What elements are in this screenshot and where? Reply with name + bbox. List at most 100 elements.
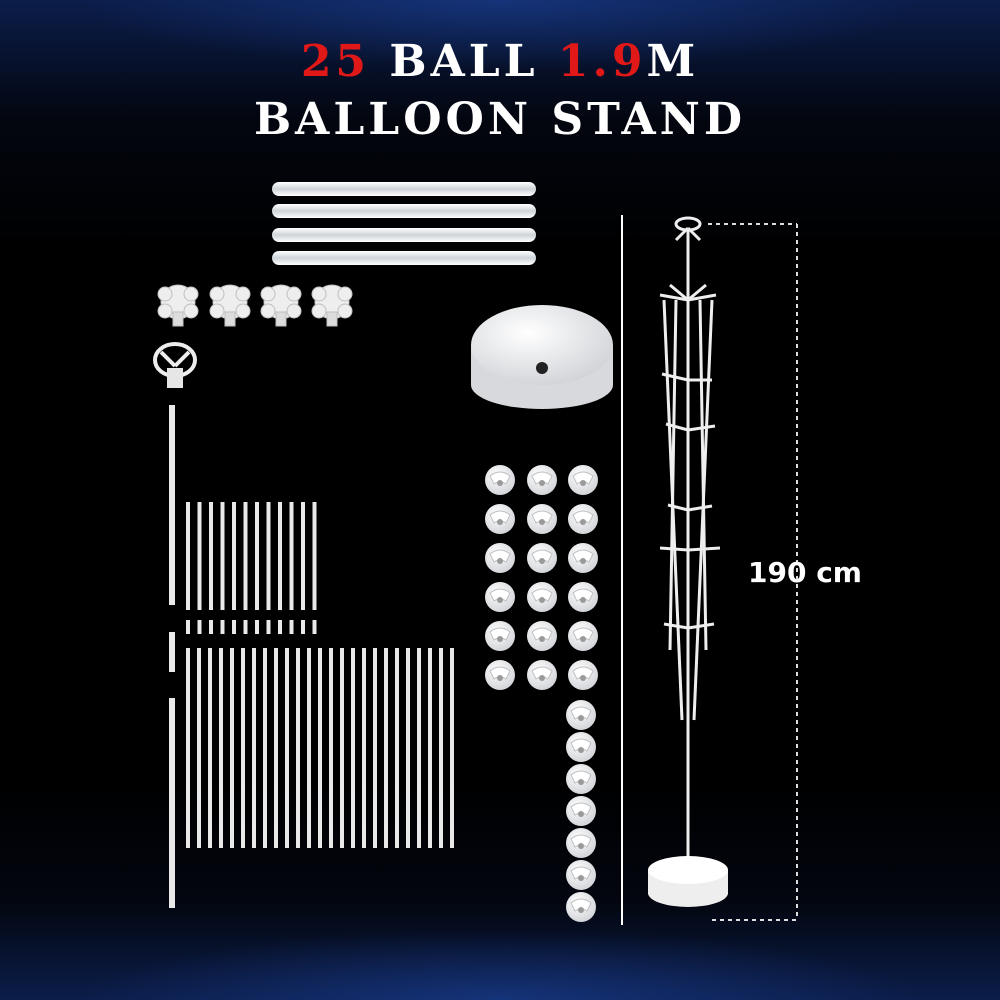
long-stick: [384, 648, 388, 848]
height-label: 190 cm: [748, 556, 862, 589]
cup-clip: [570, 738, 592, 752]
cup-clip: [489, 510, 511, 524]
long-stick: [450, 648, 454, 848]
vertical-pole-left: [169, 405, 175, 908]
cup-hole: [580, 636, 586, 642]
cup-hole: [580, 519, 586, 525]
long-stick: [208, 648, 212, 848]
ball-word: BALL: [389, 36, 539, 87]
cup-clip: [531, 588, 553, 602]
cup-clip: [489, 627, 511, 641]
cup-hole: [578, 811, 584, 817]
cup-clip: [489, 549, 511, 563]
balloon-cup: [566, 828, 596, 858]
balloon-cup: [485, 465, 515, 495]
long-stick: [296, 648, 300, 848]
cup-hole: [539, 636, 545, 642]
long-stick: [241, 648, 245, 848]
cup-hole: [497, 636, 503, 642]
long-stick: [373, 648, 377, 848]
balloon-cup: [568, 543, 598, 573]
stick-cap: [289, 620, 294, 634]
assembled-stand: [621, 215, 728, 925]
balloon-cup: [527, 504, 557, 534]
stand-base: [471, 305, 613, 409]
cup-hole: [580, 597, 586, 603]
title-line-1: 25 BALL 1.9M: [0, 36, 1000, 87]
short-sticks: [186, 502, 317, 610]
cup-clip: [572, 666, 594, 680]
short-stick: [243, 502, 248, 610]
cup-hole: [539, 558, 545, 564]
cup-hole: [539, 597, 545, 603]
short-stick: [255, 502, 259, 610]
short-stick: [266, 502, 271, 610]
short-stick: [232, 502, 236, 610]
stick-cap: [312, 620, 317, 634]
cup-hole: [578, 779, 584, 785]
balloon-cup: [527, 465, 557, 495]
balloon-cup: [566, 796, 596, 826]
top-holder: [153, 342, 197, 388]
cup-hole: [497, 675, 503, 681]
cup-clip: [531, 666, 553, 680]
long-stick: [417, 648, 421, 848]
stick-cap: [186, 620, 190, 634]
cup-clip: [531, 549, 553, 563]
balloon-cup: [485, 543, 515, 573]
stick-caps: [186, 620, 317, 634]
cup-hole: [497, 597, 503, 603]
short-stick: [278, 502, 282, 610]
cup-clip: [489, 588, 511, 602]
short-stick: [209, 502, 213, 610]
balloon-cup: [566, 700, 596, 730]
long-stick: [340, 648, 344, 848]
balloon-cup: [527, 621, 557, 651]
cup-hole: [497, 480, 503, 486]
stick-cap: [197, 620, 202, 634]
short-stick: [289, 502, 294, 610]
cup-clip: [570, 802, 592, 816]
cup-hole: [578, 843, 584, 849]
balloon-cup: [527, 660, 557, 690]
balloon-cups: [485, 465, 598, 922]
cup-hole: [580, 558, 586, 564]
cup-clip: [489, 666, 511, 680]
long-stick: [186, 648, 190, 848]
balloon-cup: [566, 732, 596, 762]
long-stick: [318, 648, 322, 848]
cup-hole: [580, 675, 586, 681]
cup-clip: [572, 510, 594, 524]
stand-height-unit: M: [646, 36, 700, 87]
cup-hole: [578, 875, 584, 881]
stick-cap: [243, 620, 248, 634]
balloon-cup: [568, 660, 598, 690]
short-stick: [301, 502, 305, 610]
long-stick: [197, 648, 201, 848]
ball-count: 25: [300, 36, 371, 87]
cup-clip: [572, 549, 594, 563]
long-stick: [395, 648, 399, 848]
balloon-cup: [485, 660, 515, 690]
cup-clip: [531, 627, 553, 641]
stick-cap: [266, 620, 271, 634]
cup-clip: [531, 471, 553, 485]
title-line-2: BALLOON STAND: [253, 94, 747, 145]
cup-clip: [570, 706, 592, 720]
balloon-cup: [566, 892, 596, 922]
cup-hole: [578, 747, 584, 753]
cup-hole: [578, 907, 584, 913]
long-stick: [230, 648, 234, 848]
stick-cap: [232, 620, 236, 634]
short-stick: [312, 502, 317, 610]
height-dimension: [708, 223, 798, 921]
balloon-cup: [566, 764, 596, 794]
stick-cap: [301, 620, 305, 634]
long-stick: [428, 648, 432, 848]
balloon-cup: [485, 504, 515, 534]
long-stick: [263, 648, 267, 848]
cup-clip: [572, 627, 594, 641]
long-stick: [362, 648, 366, 848]
